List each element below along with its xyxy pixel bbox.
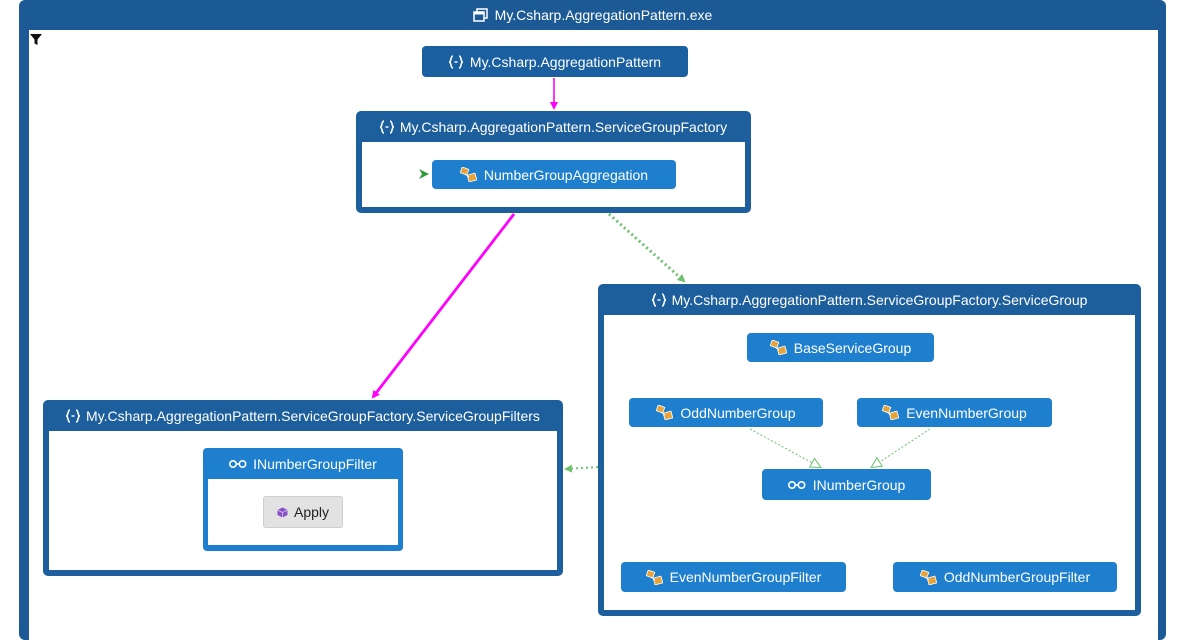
assembly-title: My.Csharp.AggregationPattern.exe xyxy=(494,7,713,23)
namespace-service-group-body xyxy=(604,315,1135,610)
namespace-icon xyxy=(448,54,463,69)
class-icon xyxy=(656,405,674,420)
class-node-odd-number-group[interactable]: OddNumberGroup xyxy=(629,398,823,427)
link-odd-implements-inumber-group[interactable] xyxy=(749,428,820,467)
method-label: Apply xyxy=(293,504,330,520)
class-node-even-number-group[interactable]: EvenNumberGroup xyxy=(857,398,1052,427)
class-label: EvenNumberGroupFilter xyxy=(669,569,822,585)
class-icon xyxy=(919,569,937,585)
namespace-factory-label: My.Csharp.AggregationPattern.ServiceGrou… xyxy=(399,118,728,135)
interface-filter-header[interactable]: INumberGroupFilter xyxy=(203,448,403,479)
method-node-apply[interactable]: Apply xyxy=(263,496,343,528)
class-icon xyxy=(769,340,787,355)
assembly-icon xyxy=(472,7,488,22)
interface-node-inumber-group[interactable]: INumberGroup xyxy=(762,469,931,500)
class-label: EvenNumberGroup xyxy=(906,404,1027,421)
namespace-filters-header[interactable]: My.Csharp.AggregationPattern.ServiceGrou… xyxy=(43,400,563,431)
class-node-even-number-group-filter[interactable]: EvenNumberGroupFilter xyxy=(621,562,846,592)
interface-icon xyxy=(229,459,247,468)
class-icon xyxy=(459,167,477,182)
interface-label: INumberGroupFilter xyxy=(253,455,377,472)
namespace-filters-label: My.Csharp.AggregationPattern.ServiceGrou… xyxy=(86,407,540,424)
assembly-header[interactable]: My.Csharp.AggregationPattern.exe xyxy=(19,0,1166,30)
class-icon xyxy=(882,405,900,420)
class-label: BaseServiceGroup xyxy=(793,339,912,356)
namespace-factory-header[interactable]: My.Csharp.AggregationPattern.ServiceGrou… xyxy=(356,111,751,142)
link-even-implements-inumber-group[interactable] xyxy=(872,428,931,467)
namespace-root-label: My.Csharp.AggregationPattern xyxy=(469,53,662,70)
filter-icon[interactable] xyxy=(30,34,42,46)
class-node-base-service-group[interactable]: BaseServiceGroup xyxy=(747,333,934,362)
class-label: NumberGroupAggregation xyxy=(483,166,649,183)
class-node-odd-number-group-filter[interactable]: OddNumberGroupFilter xyxy=(893,562,1117,592)
namespace-icon xyxy=(66,408,81,423)
entry-point-icon xyxy=(419,169,429,179)
link-service-group-to-filters[interactable] xyxy=(564,464,599,473)
class-label: OddNumberGroup xyxy=(680,404,796,421)
interface-icon xyxy=(787,480,806,489)
link-factory-to-filters[interactable] xyxy=(371,213,516,399)
namespace-service-group-label: My.Csharp.AggregationPattern.ServiceGrou… xyxy=(671,291,1088,308)
link-factory-to-service-group[interactable] xyxy=(608,212,686,283)
namespace-node-root[interactable]: My.Csharp.AggregationPattern xyxy=(422,46,688,77)
interface-label: INumberGroup xyxy=(812,476,906,493)
class-label: OddNumberGroupFilter xyxy=(943,569,1091,585)
method-icon xyxy=(277,507,288,517)
namespace-service-group-header[interactable]: My.Csharp.AggregationPattern.ServiceGrou… xyxy=(598,284,1141,315)
class-node-number-group-aggregation[interactable]: NumberGroupAggregation xyxy=(432,160,676,189)
class-icon xyxy=(645,569,663,585)
namespace-icon xyxy=(379,119,394,134)
namespace-icon xyxy=(651,292,666,307)
